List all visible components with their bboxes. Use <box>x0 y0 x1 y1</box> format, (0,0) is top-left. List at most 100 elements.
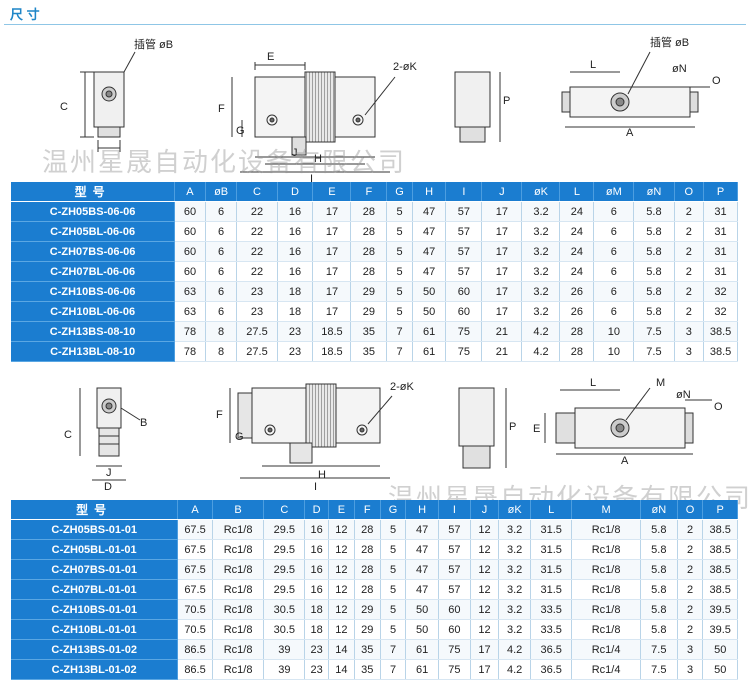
value-cell: 38.5 <box>702 539 738 560</box>
table2-header: M <box>571 500 642 520</box>
value-cell: 38.5 <box>703 321 738 342</box>
value-cell: 14 <box>328 639 355 660</box>
value-cell: 57 <box>445 241 483 262</box>
value-cell: 31 <box>703 261 738 282</box>
table1-header: øB <box>205 182 238 202</box>
diagram1-label-n: øN <box>672 63 687 75</box>
value-cell: 3.2 <box>498 599 532 620</box>
value-cell: 27.5 <box>236 341 278 362</box>
value-cell: 31.5 <box>530 539 573 560</box>
value-cell: 2 <box>677 519 704 540</box>
value-cell: 3.2 <box>521 201 561 222</box>
value-cell: 5 <box>380 619 407 640</box>
model-cell: C-ZH07BL-01-01 <box>11 579 179 600</box>
value-cell: Rc1/8 <box>212 599 265 620</box>
value-cell: 3.2 <box>521 221 561 242</box>
value-cell: 26 <box>559 281 595 302</box>
value-cell: 7.5 <box>640 639 678 660</box>
value-cell: 12 <box>470 519 499 540</box>
diagram1-label-c: C <box>60 101 68 113</box>
value-cell: Rc1/8 <box>212 659 265 680</box>
value-cell: 17 <box>312 201 352 222</box>
value-cell: 70.5 <box>177 619 213 640</box>
value-cell: 28 <box>354 579 381 600</box>
value-cell: 2 <box>674 281 705 302</box>
value-cell: 28 <box>559 341 595 362</box>
value-cell: 28 <box>350 221 388 242</box>
value-cell: 12 <box>470 559 499 580</box>
value-cell: 60 <box>438 599 472 620</box>
value-cell: 23 <box>236 281 278 302</box>
value-cell: 27.5 <box>236 321 278 342</box>
value-cell: 38.5 <box>702 519 738 540</box>
diagram1-label-l: L <box>590 59 596 71</box>
value-cell: 18 <box>277 301 314 322</box>
header-divider <box>4 24 746 25</box>
value-cell: 75 <box>445 321 483 342</box>
value-cell: 29 <box>350 301 388 322</box>
value-cell: 67.5 <box>177 519 213 540</box>
value-cell: 29.5 <box>263 559 306 580</box>
value-cell: 12 <box>328 599 355 620</box>
value-cell: 70.5 <box>177 599 213 620</box>
value-cell: 5.8 <box>633 201 675 222</box>
value-cell: 5.8 <box>640 579 678 600</box>
model-cell: C-ZH07BS-01-01 <box>11 559 179 580</box>
diagram1-label-insert-tube-b-right: 插管 øB <box>650 35 689 49</box>
value-cell: 2 <box>677 599 704 620</box>
value-cell: 50 <box>405 619 439 640</box>
value-cell: 47 <box>405 579 439 600</box>
table1-header: øK <box>521 182 561 202</box>
table1-header: H <box>412 182 447 202</box>
value-cell: 22 <box>236 221 278 242</box>
spec-table-1: 型号 A øB C D E F G H I J øK L øM øN O P C… <box>11 182 738 362</box>
value-cell: 3 <box>674 341 705 362</box>
value-cell: 12 <box>470 579 499 600</box>
value-cell: 10 <box>593 341 635 362</box>
value-cell: 5.8 <box>633 261 675 282</box>
value-cell: 35 <box>350 341 388 362</box>
value-cell: 14 <box>328 659 355 680</box>
value-cell: Rc1/8 <box>571 599 642 620</box>
value-cell: 47 <box>412 261 447 282</box>
value-cell: 61 <box>405 639 439 660</box>
value-cell: Rc1/4 <box>571 659 642 680</box>
value-cell: 47 <box>412 221 447 242</box>
model-cell: C-ZH05BL-06-06 <box>11 221 176 242</box>
value-cell: 39.5 <box>702 599 738 620</box>
value-cell: 28 <box>559 321 595 342</box>
diagram1-label-j: J <box>292 147 298 159</box>
value-cell: 6 <box>205 281 238 302</box>
value-cell: 33.5 <box>530 599 573 620</box>
value-cell: 5.8 <box>633 221 675 242</box>
value-cell: 17 <box>312 221 352 242</box>
value-cell: 23 <box>277 341 314 362</box>
table1-header: L <box>559 182 595 202</box>
diagram2-label-o: O <box>714 401 723 413</box>
diagram1-label-g: G <box>236 125 245 137</box>
value-cell: 6 <box>593 201 635 222</box>
model-cell: C-ZH05BS-06-06 <box>11 201 176 222</box>
value-cell: 17 <box>312 241 352 262</box>
table2-header: D <box>304 500 329 520</box>
value-cell: 16 <box>304 539 329 560</box>
value-cell: 17 <box>481 241 523 262</box>
value-cell: 33.5 <box>530 619 573 640</box>
value-cell: Rc1/8 <box>212 539 265 560</box>
value-cell: 57 <box>438 519 472 540</box>
value-cell: 38.5 <box>703 341 738 362</box>
value-cell: 5 <box>386 201 413 222</box>
value-cell: 3.2 <box>521 301 561 322</box>
value-cell: 47 <box>405 539 439 560</box>
table2-header: øK <box>498 500 532 520</box>
value-cell: Rc1/8 <box>571 559 642 580</box>
value-cell: 2 <box>674 201 705 222</box>
diagram2-label-h: H <box>318 469 326 481</box>
value-cell: 5 <box>386 221 413 242</box>
